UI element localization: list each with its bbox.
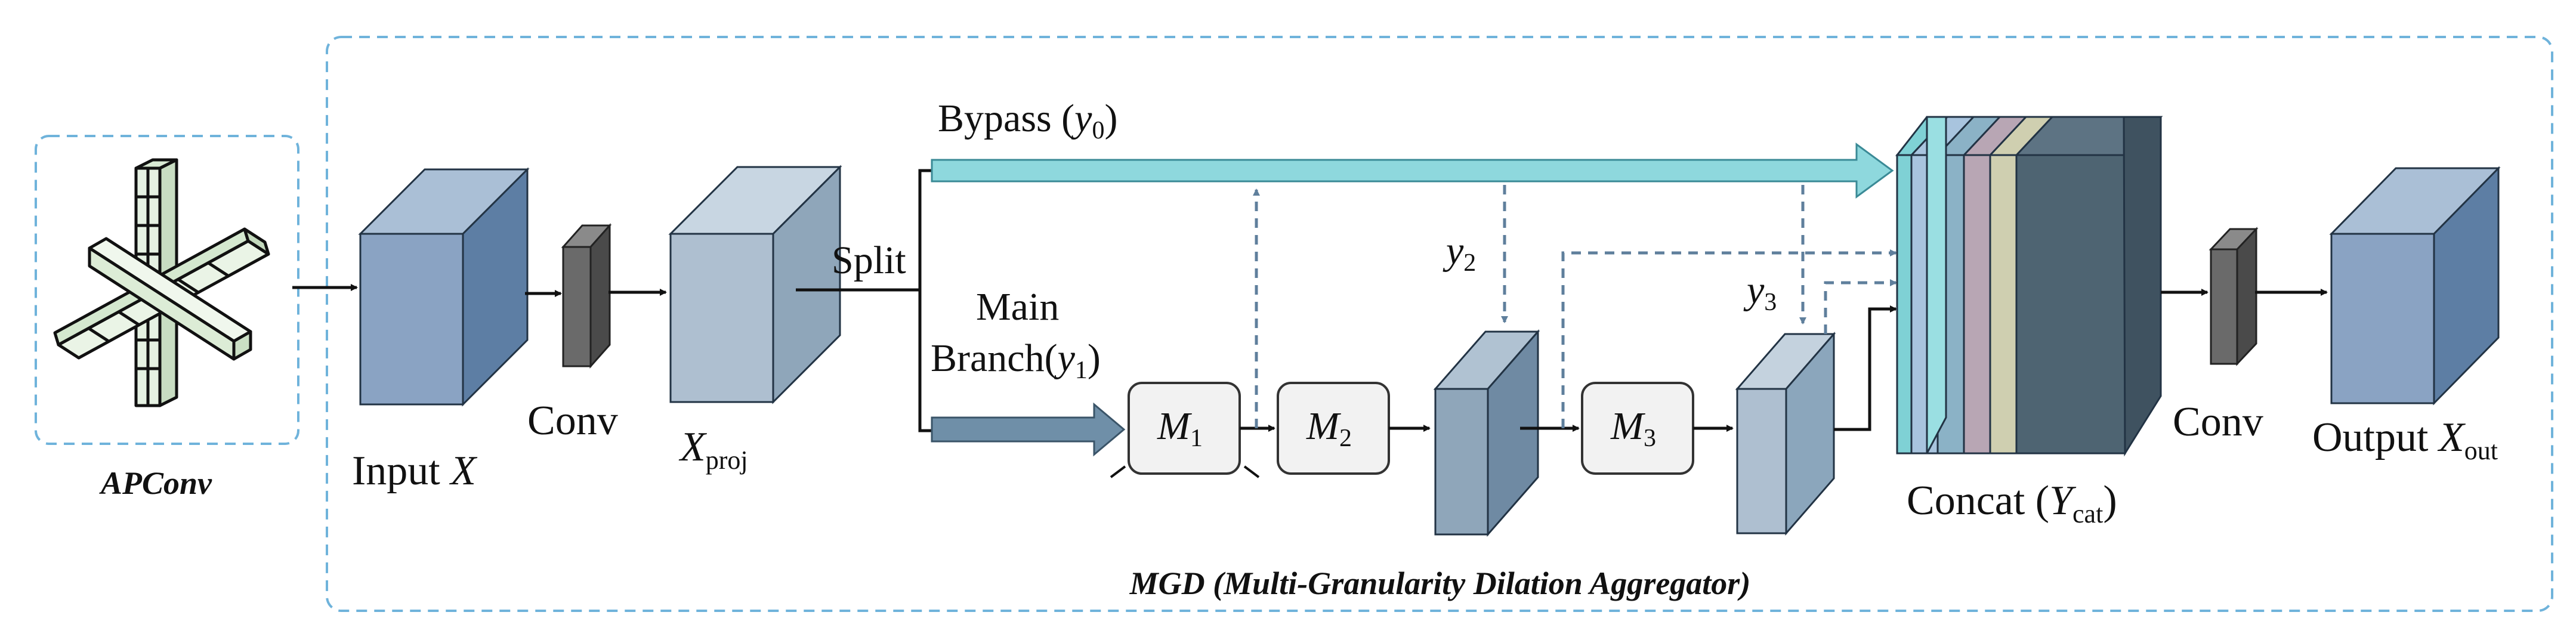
conv-right-label: Conv	[2173, 399, 2263, 445]
output-label: Output Xout	[2312, 415, 2498, 465]
main-branch-label-line1: Main	[976, 285, 1059, 329]
y2-label: y2	[1443, 229, 1476, 277]
mgd-caption: MGD (Multi-Granularity Dilation Aggregat…	[1129, 565, 1751, 601]
apconv-frame	[35, 135, 299, 445]
split-down	[918, 290, 932, 432]
conv-block-left	[561, 223, 612, 369]
xproj-label: Xproj	[678, 424, 748, 475]
concat-label: Concat (Ycat)	[1907, 478, 2117, 528]
conv-block-right	[2209, 227, 2259, 366]
main-branch-label-line2: Branch(y1)	[931, 336, 1101, 384]
input-cube	[358, 167, 530, 407]
main-branch-arrow	[931, 402, 1126, 457]
split-up	[918, 169, 932, 290]
m1-dashes	[1110, 465, 1260, 478]
bypass-label: Bypass (y0)	[938, 97, 1117, 144]
feature-slab-2	[1735, 331, 1836, 536]
m1-label: M1	[1157, 404, 1203, 452]
feature-slab-1	[1433, 329, 1540, 537]
arrow-slab2-concat	[1834, 305, 1897, 431]
dashed-slab2-concat	[1824, 279, 1897, 334]
input-label: Input X	[352, 448, 478, 494]
dashed-slab1-concat	[1561, 249, 1897, 428]
bypass-arrow	[931, 143, 1894, 199]
m2-label: M2	[1306, 404, 1352, 452]
split-label: Split	[832, 239, 906, 282]
y3-label: y3	[1743, 268, 1777, 316]
concat-stack	[1895, 116, 2163, 457]
apconv-label: APConv	[99, 465, 212, 501]
apconv-icon	[53, 158, 270, 407]
mgd-frame	[326, 36, 2553, 612]
m3-label: M3	[1610, 404, 1656, 452]
xproj-cube	[668, 165, 842, 404]
output-cube	[2329, 166, 2501, 406]
conv-left-label: Conv	[527, 398, 618, 444]
